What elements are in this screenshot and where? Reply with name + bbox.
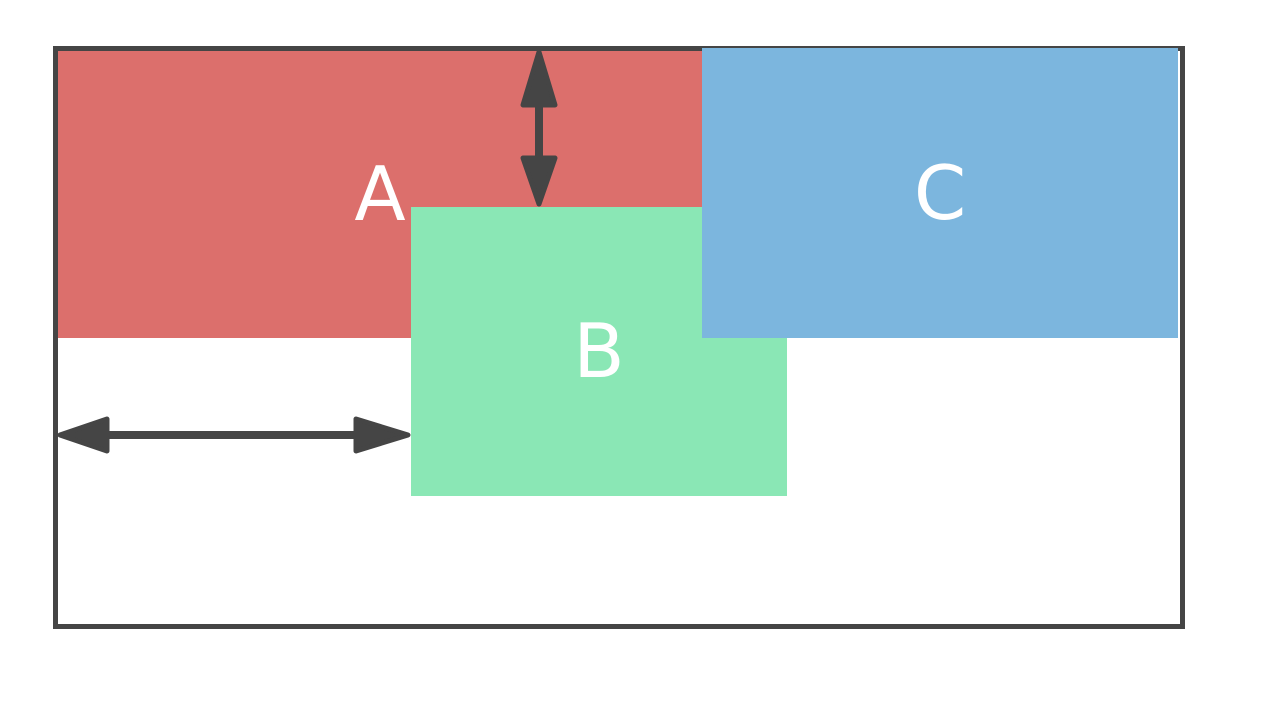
rectangle-c-label: C bbox=[913, 148, 967, 237]
rectangle-b-label: B bbox=[573, 307, 625, 395]
rectangle-a-label: A bbox=[354, 150, 406, 238]
container-box bbox=[53, 46, 1185, 629]
rectangle-c: C bbox=[702, 48, 1178, 338]
